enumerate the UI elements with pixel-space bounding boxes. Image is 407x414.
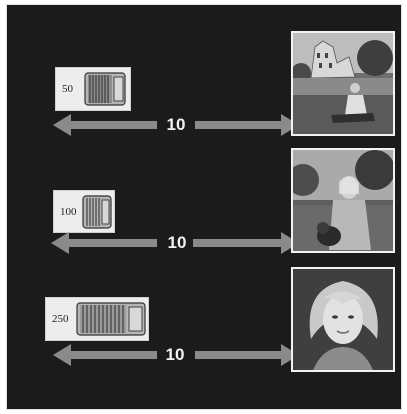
camera-lens-icon xyxy=(82,194,112,230)
distance-label: 10 xyxy=(161,115,191,135)
camera-lens-icon xyxy=(76,301,146,337)
lens-card-100: 100 xyxy=(53,190,115,233)
lens-card-250: 250 xyxy=(45,297,149,341)
distance-label: 10 xyxy=(162,233,192,253)
focal-length-label: 50 xyxy=(62,83,73,95)
lens-card-50: 50 xyxy=(55,67,131,111)
photo-close-up-portrait xyxy=(291,267,395,372)
focal-length-label: 100 xyxy=(60,206,77,218)
photo-medium-portrait xyxy=(291,148,395,253)
illustration-panel: 50 10 xyxy=(6,4,402,410)
photo-distant-portrait xyxy=(291,31,395,136)
distance-label: 10 xyxy=(160,345,190,365)
camera-lens-icon xyxy=(84,71,126,107)
focal-length-label: 250 xyxy=(52,313,69,325)
